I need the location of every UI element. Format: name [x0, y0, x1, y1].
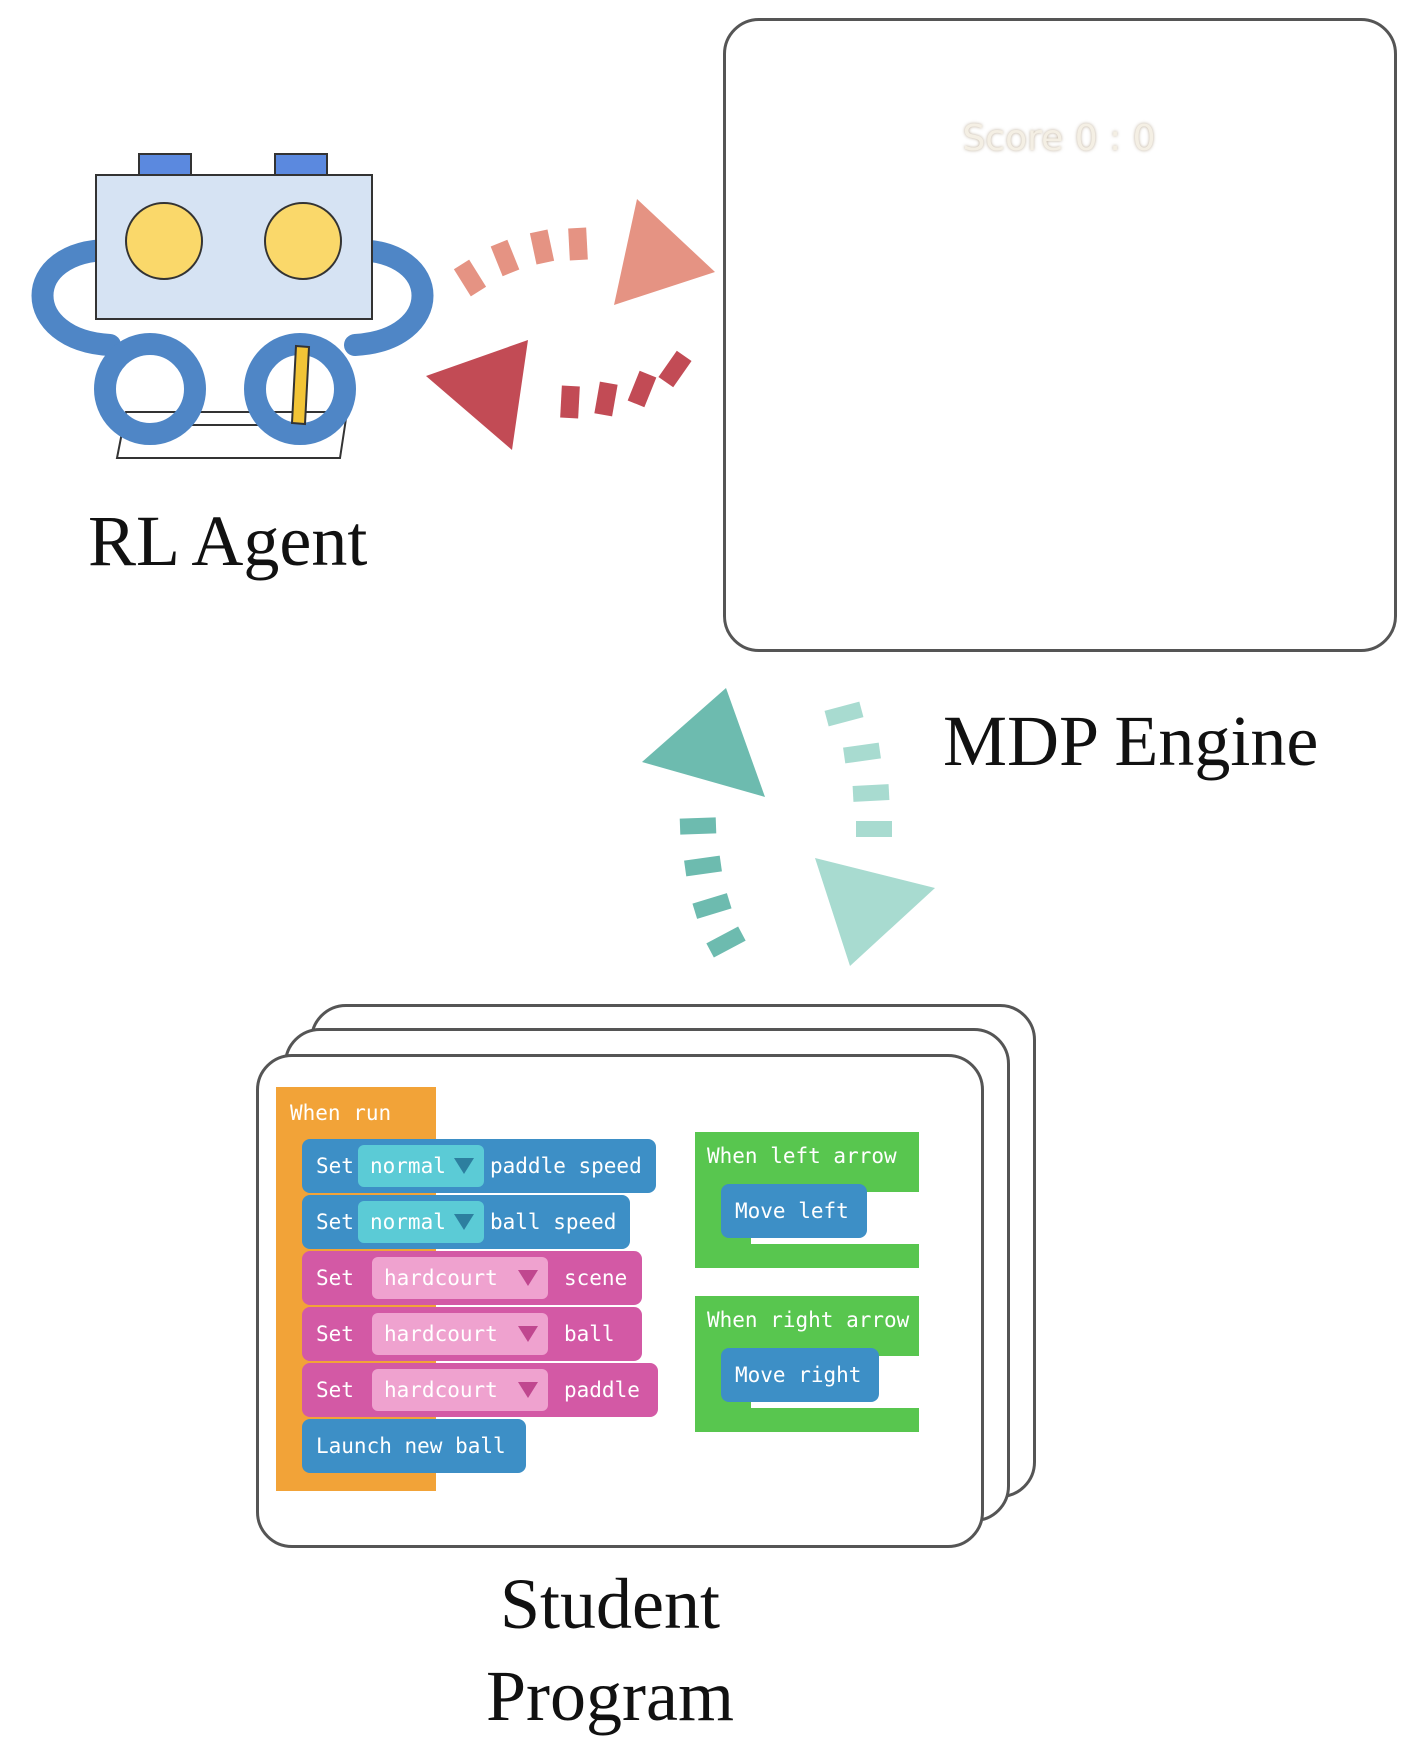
- dropdown-arrow-icon: [454, 1158, 474, 1174]
- arrow-engine-to-program: [815, 701, 935, 966]
- student-program-label-line1: Student: [499, 1564, 720, 1644]
- set-ball-speed-block[interactable]: Set normal ball speed: [302, 1195, 630, 1249]
- speed-dropdown[interactable]: normal: [358, 1201, 484, 1243]
- set-paddle-speed-block[interactable]: Set normal paddle speed: [302, 1139, 656, 1193]
- rl-agent-label: RL Agent: [88, 501, 368, 581]
- dropdown-arrow-icon: [454, 1214, 474, 1230]
- move-left-block[interactable]: Move left: [721, 1184, 867, 1238]
- arrow-agent-to-engine: [453, 199, 715, 305]
- launch-new-ball-block[interactable]: Launch new ball: [302, 1419, 526, 1473]
- arrow-engine-to-agent: [426, 340, 692, 450]
- arrow-program-to-engine: [642, 688, 765, 958]
- paddle-dropdown[interactable]: hardcourt: [372, 1369, 548, 1411]
- robot-icon: [31, 153, 434, 459]
- score-text: Score 0 : 0: [962, 118, 1156, 159]
- dropdown-arrow-icon: [518, 1326, 538, 1342]
- speed-dropdown[interactable]: normal: [358, 1145, 484, 1187]
- scene-dropdown[interactable]: hardcourt: [372, 1257, 548, 1299]
- dropdown-arrow-icon: [518, 1382, 538, 1398]
- mdp-engine-frame: [723, 18, 1397, 652]
- set-paddle-block[interactable]: Set hardcourt paddle: [302, 1363, 658, 1417]
- set-ball-block[interactable]: Set hardcourt ball: [302, 1307, 642, 1361]
- mdp-engine-label: MDP Engine: [943, 701, 1319, 781]
- ball-dropdown[interactable]: hardcourt: [372, 1313, 548, 1355]
- move-right-block[interactable]: Move right: [721, 1348, 879, 1402]
- when-run-label: When run: [290, 1101, 392, 1125]
- student-program-label: Student Program: [430, 1558, 790, 1742]
- student-program-label-line2: Program: [486, 1656, 734, 1736]
- set-scene-block[interactable]: Set hardcourt scene: [302, 1251, 642, 1305]
- dropdown-arrow-icon: [518, 1270, 538, 1286]
